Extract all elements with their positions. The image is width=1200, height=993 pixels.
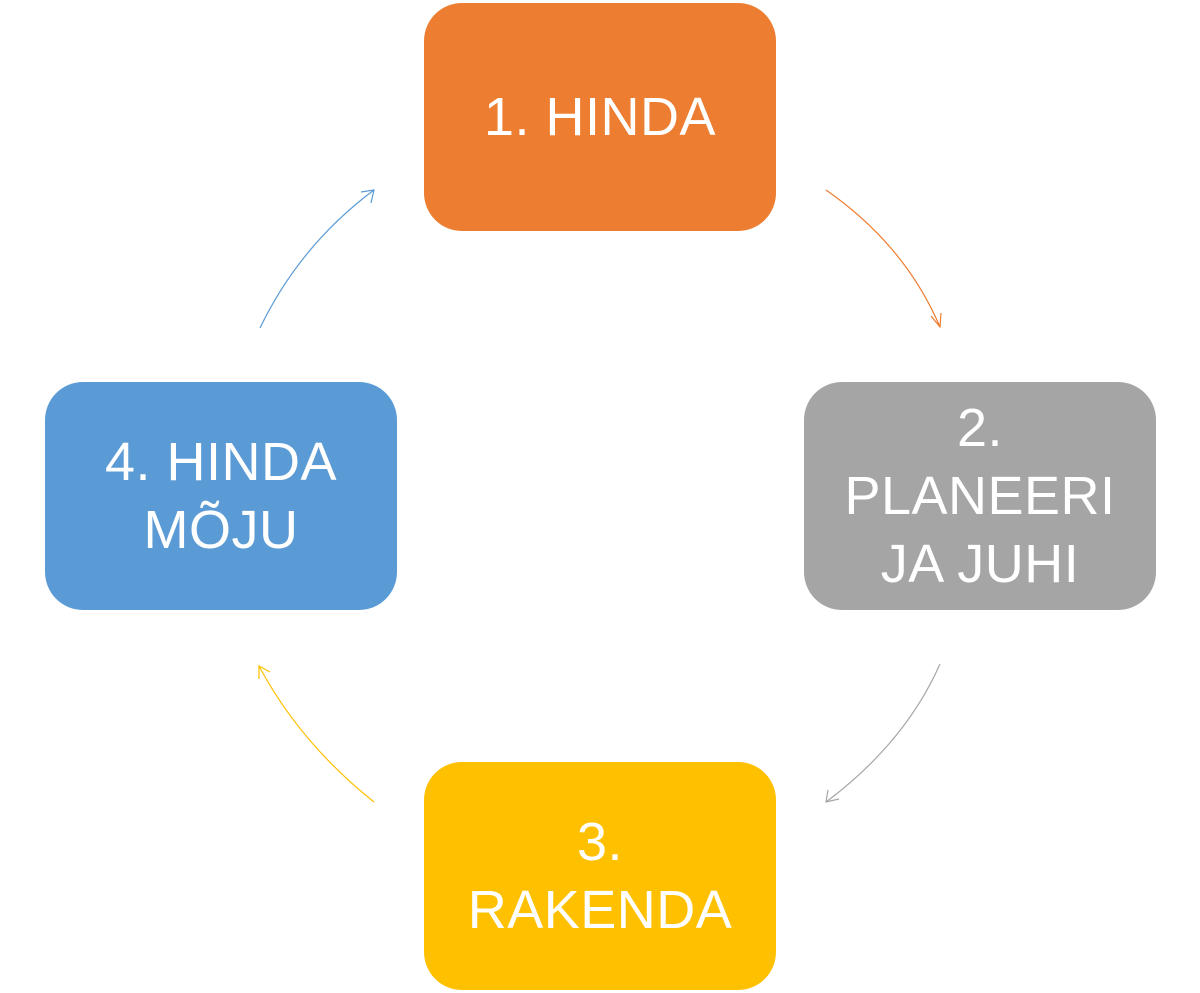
connector-4-to-1: [259, 189, 375, 329]
step-4-label-line: 4. HINDA: [104, 432, 338, 492]
step-3-box: 3. RAKENDA: [424, 762, 776, 990]
step-1-box: 1. HINDA: [424, 3, 776, 231]
step-4-label-line: MÕJU: [143, 500, 299, 560]
step-4-label: 4. HINDA MÕJU: [105, 428, 337, 564]
step-3-label-line: 3. RAKENDA: [467, 812, 733, 940]
connector-2-to-3: [825, 663, 941, 803]
step-4-box: 4. HINDA MÕJU: [45, 382, 397, 610]
step-1-label-line: 1. HINDA: [483, 87, 717, 147]
step-2-label-line: JA JUHI: [880, 534, 1080, 594]
step-2-label-line: 2. PLANEERI: [844, 398, 1116, 526]
connector-1-to-2: [825, 189, 942, 329]
connector-3-to-4: [258, 664, 375, 803]
step-3-label: 3. RAKENDA: [440, 808, 760, 944]
step-2-label: 2. PLANEERI JA JUHI: [820, 394, 1140, 598]
step-2-box: 2. PLANEERI JA JUHI: [804, 382, 1156, 610]
step-1-label: 1. HINDA: [484, 83, 716, 151]
